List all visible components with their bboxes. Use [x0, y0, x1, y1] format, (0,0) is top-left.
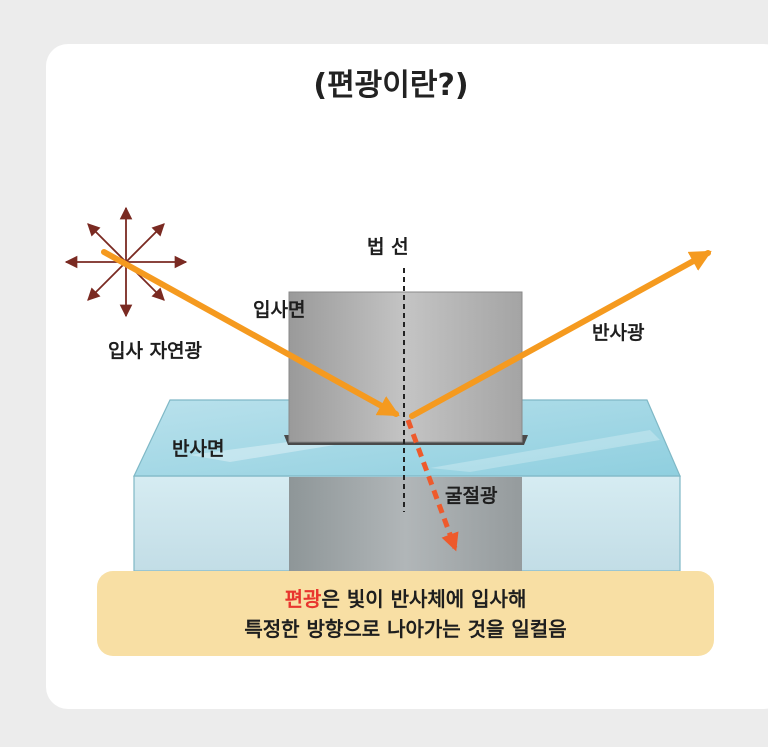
incident-ray: [101, 249, 400, 417]
highlight-term: 편광: [284, 586, 322, 611]
incident-plane-label: 입사면: [253, 299, 306, 321]
plate-inside-glass: [289, 477, 522, 571]
refracted-ray: [405, 419, 459, 552]
explanation-box: 편광은 빛이 반사체에 입사해 특정한 방향으로 나아가는 것을 일컬음: [97, 571, 714, 656]
incidence-plane-plate: [288, 291, 523, 443]
normal-label: 법 선: [367, 236, 409, 258]
explanation-line-1-text: 은 빛이 반사체에 입사해: [321, 586, 527, 611]
explanation-line-1: 편광은 빛이 반사체에 입사해: [285, 584, 527, 614]
refracted-light-label: 굴절광: [445, 485, 498, 507]
polarization-star-icon: [64, 206, 188, 318]
incident-light-label: 입사 자연광: [108, 340, 203, 362]
explanation-line-2: 특정한 방향으로 나아가는 것을 일컬음: [244, 616, 567, 641]
reflection-surface-label: 반사면: [172, 438, 225, 460]
page-title: (편광이란?): [313, 68, 469, 103]
reflected-light-label: 반사광: [592, 322, 645, 344]
reflected-ray: [409, 250, 712, 419]
glass-highlight: [430, 430, 660, 472]
